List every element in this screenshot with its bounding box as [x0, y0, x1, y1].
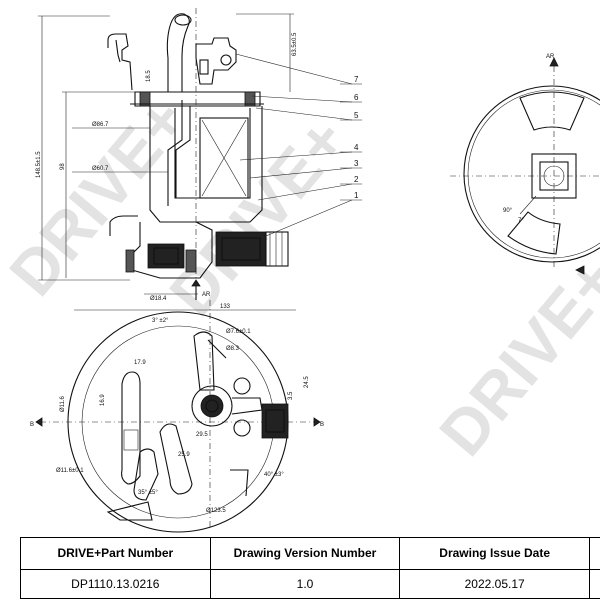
view-mark-left: B — [30, 422, 34, 428]
section-label: AR — [202, 292, 211, 298]
dim-angle-g: 35° ±5° — [138, 490, 158, 496]
dim-len-d: 29.5 — [196, 432, 208, 438]
dim-e: 25.9 — [178, 452, 190, 458]
table-header-row: DRIVE+Part Number Drawing Version Number… — [20, 537, 600, 570]
dim-dia-mid: Ø60.7 — [92, 166, 109, 172]
watermark-right: DRIVE+ — [426, 244, 600, 469]
section-view: 90° 7° AR — [450, 54, 600, 275]
dim-dia-top: Ø86.7 — [92, 122, 109, 128]
callout-1: 1 — [354, 191, 359, 200]
technical-drawing: DRIVE+ DRIVE+ DRIVE+ — [0, 8, 600, 533]
dim-dia-inlet: Ø11.6 — [60, 395, 66, 412]
top-view: 133 3° ±2° Ø7.6±0.1 Ø8.3 17.9 16.9 24.5 … — [30, 300, 324, 533]
dim-dia-bottom: Ø18.4 — [150, 296, 167, 302]
dim-dia-port-a: Ø7.6±0.1 — [226, 329, 251, 335]
dim-len-a: 17.9 — [134, 360, 146, 366]
dim-angle-side: 40° ±3° — [264, 472, 284, 478]
dim-dia-port-b: Ø8.3 — [226, 346, 240, 352]
callout-7: 7 — [354, 75, 359, 84]
drawing-info-table: DRIVE+Part Number Drawing Version Number… — [20, 537, 600, 600]
value-issue-date: 2022.05.17 — [399, 568, 590, 600]
value-version: 1.0 — [209, 568, 401, 600]
dim-height-total: 148.5±1.5 — [36, 151, 42, 178]
dim-top-small: 63.5±0.5 — [292, 32, 298, 56]
table-edge-cell-2 — [589, 568, 600, 600]
view-mark-right: B — [320, 422, 324, 428]
dim-top-offset: 18.5 — [146, 70, 152, 82]
dim-dia-flange: Ø123.5 — [206, 508, 226, 514]
dim-height-body: 98 — [60, 163, 66, 170]
watermark-group: DRIVE+ DRIVE+ DRIVE+ — [0, 84, 600, 469]
dim-len-c: 24.5 — [304, 376, 310, 388]
callout-3: 3 — [354, 159, 359, 168]
dim-dia-f: Ø11.6±0.1 — [56, 468, 84, 474]
table-edge-cell — [589, 537, 600, 570]
section-view-label: AR — [546, 54, 555, 60]
dim-width-total: 133 — [220, 304, 231, 310]
dim-angle-top: 3° ±2° — [152, 318, 169, 324]
dim-len-b: 16.9 — [100, 394, 106, 406]
header-issue-date: Drawing Issue Date — [399, 537, 590, 570]
callout-5: 5 — [354, 111, 359, 120]
dim-vert-a: 3.5 — [288, 391, 294, 400]
callout-lines — [235, 53, 362, 237]
section-angle-7: 7° — [518, 218, 524, 224]
table-value-row: DP1110.13.0216 1.0 2022.05.17 — [20, 568, 600, 600]
header-version: Drawing Version Number — [209, 537, 401, 570]
section-angle-90: 90° — [503, 208, 513, 214]
callout-4: 4 — [354, 143, 359, 152]
callout-6: 6 — [354, 93, 359, 102]
header-part-number: DRIVE+Part Number — [20, 537, 211, 570]
value-part-number: DP1110.13.0216 — [20, 568, 211, 600]
callout-2: 2 — [354, 175, 359, 184]
side-view: 148.5±1.5 98 Ø86.7 Ø60.7 Ø18.4 63.5±0.5 … — [36, 8, 362, 302]
